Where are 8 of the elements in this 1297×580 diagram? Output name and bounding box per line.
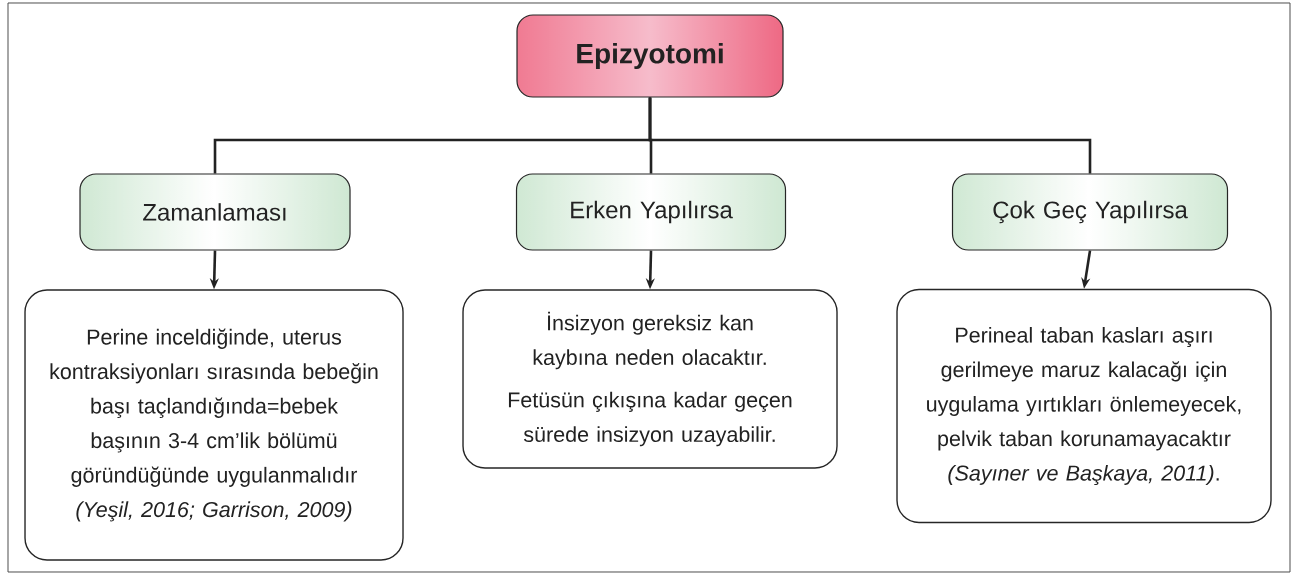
category-box: Çok Geç Yapılırsa <box>951 173 1229 251</box>
description-box: Perineal taban kasları aşırı gerilmeye maruz kalacağı için uygulama yırtıkları önlemeyecek, pelvik taban korunamayacaktır (Sayıner ve Başkaya, 2011). <box>896 288 1272 524</box>
category-box: Erken Yapılırsa <box>515 173 787 251</box>
description-box: İnsizyon gereksiz kan kaybına neden olacaktır. Fetüsün çıkışına kadar geçen sürede insizyon uzayabilir. <box>462 289 838 469</box>
connector <box>648 97 1092 174</box>
description-box: Perine inceldiğinde, uterus kontraksiyonları sırasında bebeğin başı taçlandığında=bebek başının 3-4 cm’lik bölümü göründüğünde uygulanmalıdır (Yeşil, 2016; Garrison, 2009) <box>24 289 404 561</box>
title-box: Epizyotomi <box>516 14 784 98</box>
category-box: Zamanlaması <box>79 173 351 251</box>
